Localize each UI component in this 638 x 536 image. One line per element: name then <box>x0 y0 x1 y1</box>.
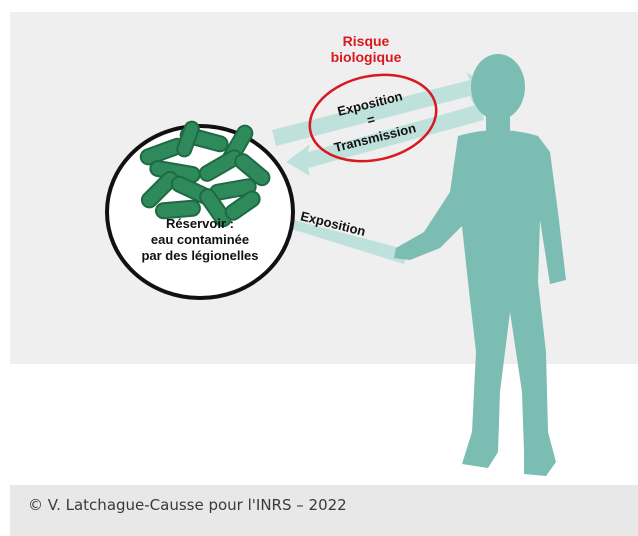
reservoir-line1: Réservoir : <box>166 216 234 231</box>
bacterium <box>155 199 201 220</box>
arrow-to-person <box>272 72 488 146</box>
bacterium <box>199 188 232 228</box>
risk-line2: biologique <box>331 49 402 65</box>
risk-line1: Risque <box>343 33 390 49</box>
lower-arrow <box>262 210 408 264</box>
bacteria-cluster <box>139 120 271 228</box>
caption-text: © V. Latchague-Causse pour l'INRS – 2022 <box>28 496 347 514</box>
reservoir-line2: eau contaminée <box>151 232 249 247</box>
bacterium <box>140 170 179 209</box>
image-caption: © V. Latchague-Causse pour l'INRS – 2022 <box>10 485 638 536</box>
risk-label: Risque biologique <box>331 33 402 65</box>
reservoir-line3: par des légionelles <box>141 248 258 263</box>
person-body <box>394 130 566 476</box>
bacterium <box>176 120 200 158</box>
bacterium <box>234 153 271 187</box>
bacterium <box>224 190 261 221</box>
ellipse-line2: = <box>365 111 376 127</box>
person-silhouette <box>394 54 566 476</box>
person-head <box>471 54 525 120</box>
legionella-illustration: Réservoir : eau contaminée par des légio… <box>10 12 638 484</box>
arrow-hand-to-reservoir <box>262 210 408 264</box>
risk-ellipse <box>308 73 438 163</box>
reservoir-label: Réservoir : eau contaminée par des légio… <box>141 216 258 263</box>
illustration-svg: Réservoir : eau contaminée par des légio… <box>10 12 638 484</box>
